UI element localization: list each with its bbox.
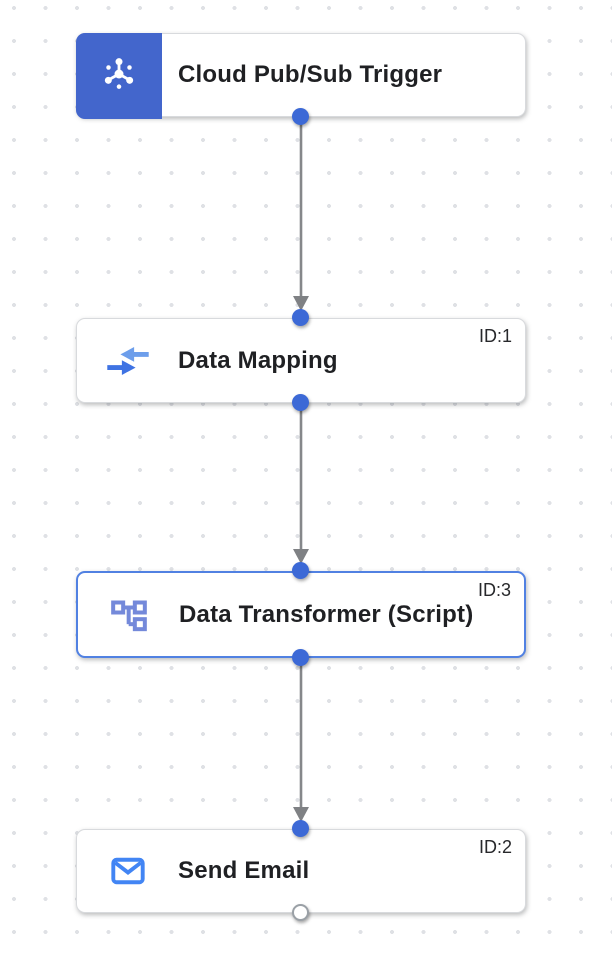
node-title: Send Email [178,857,310,884]
port-mapping-output[interactable] [292,394,309,411]
node-title: Data Transformer (Script) [179,600,474,628]
port-transformer-output[interactable] [292,649,309,666]
port-mapping-input[interactable] [292,309,309,326]
edge-trigger-to-mapping [293,117,309,311]
node-title: Data Mapping [178,346,338,374]
port-transformer-input[interactable] [292,562,309,579]
port-email-output-unconnected[interactable] [292,904,309,921]
node-cloud-pubsub-trigger[interactable]: Cloud Pub/Sub Trigger [76,33,526,119]
node-data-transformer-script[interactable]: ID:3 Data Transformer (Script) [76,571,526,658]
data-mapping-icon [105,345,151,377]
node-title: Cloud Pub/Sub Trigger [178,61,443,88]
trigger-icon-panel [76,33,162,119]
pubsub-icon [99,54,139,99]
email-icon [105,853,151,889]
node-id-badge: ID:2 [478,837,512,857]
node-data-mapping[interactable]: ID:1 Data Mapping [76,318,526,403]
edge-mapping-to-transformer [293,403,309,564]
edge-transformer-to-email [293,658,309,822]
node-send-email[interactable]: ID:2 Send Email [76,829,526,913]
node-id-badge: ID:3 [477,580,511,600]
node-id-badge: ID:1 [478,326,512,346]
data-transformer-icon [106,595,152,635]
port-email-input[interactable] [292,820,309,837]
port-trigger-output[interactable] [292,108,309,125]
